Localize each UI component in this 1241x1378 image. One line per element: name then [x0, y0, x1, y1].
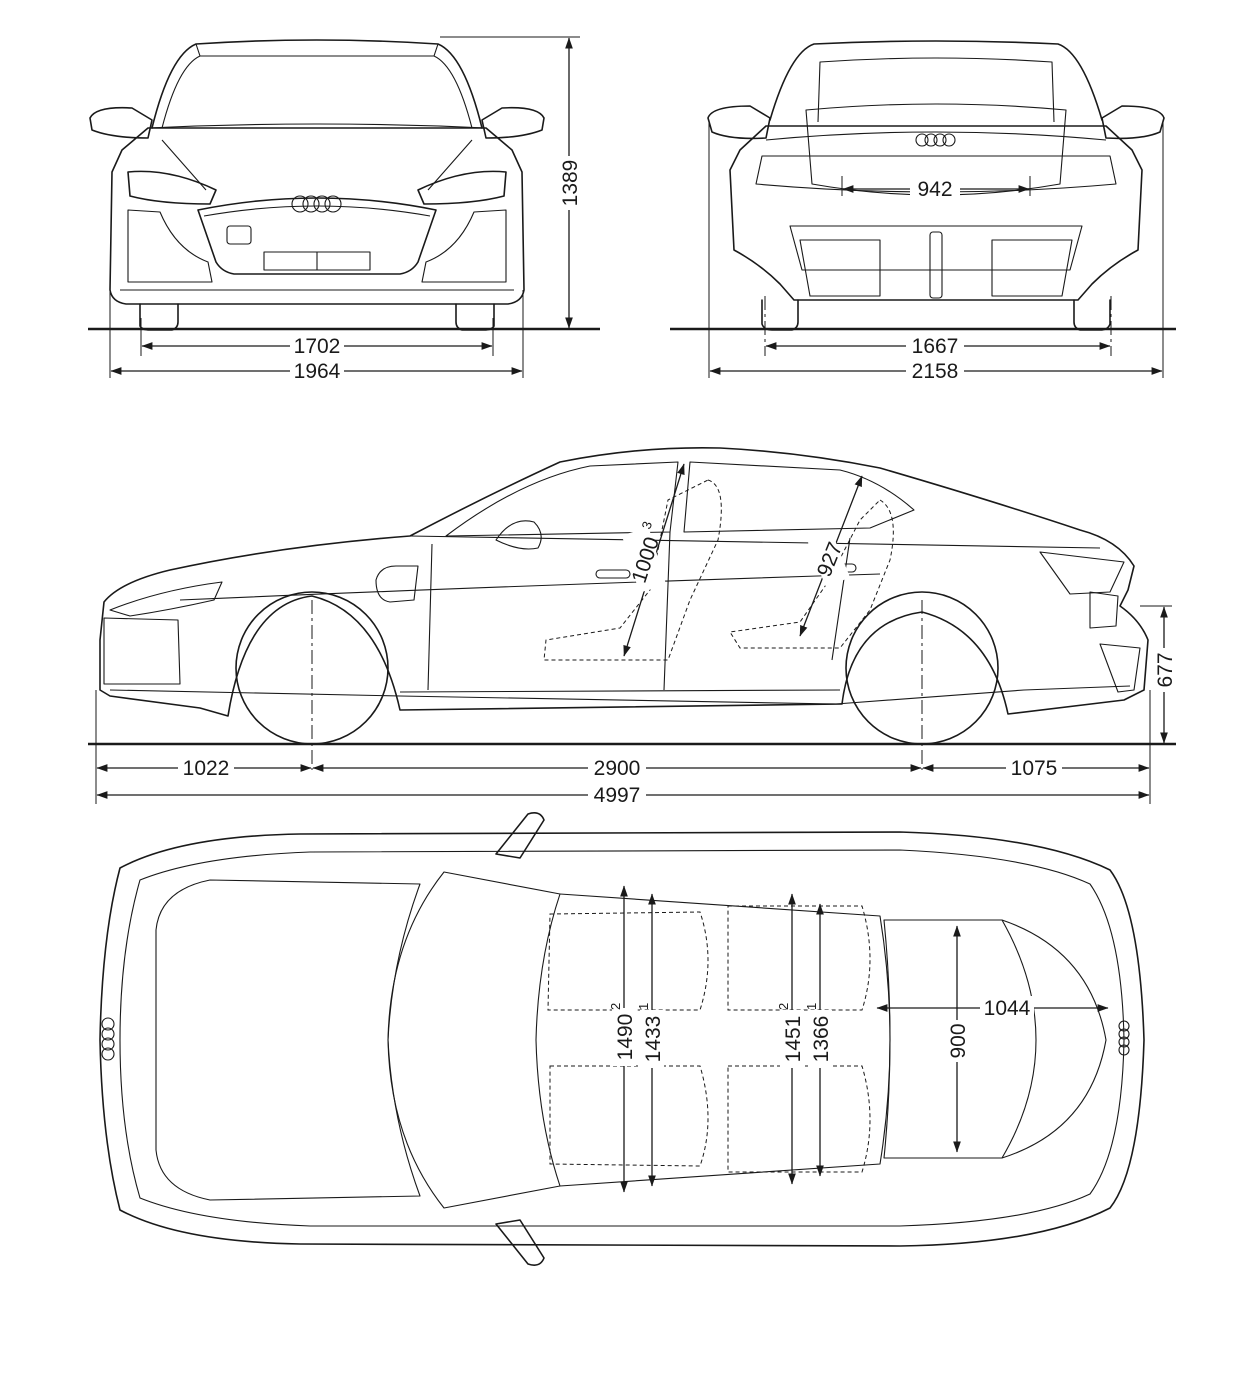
front-shoulder-note: 2: [608, 1003, 623, 1010]
ground-to-boot-label: 677: [1154, 652, 1177, 687]
front-overhang-label: 1022: [183, 757, 230, 780]
front-width-label: 1964: [294, 360, 341, 383]
length-label: 4997: [594, 784, 641, 807]
brand-rings-logo: [101, 1017, 115, 1061]
rear-elbow-note: 1: [804, 1003, 819, 1010]
rear-overhang-label: 1075: [1011, 757, 1058, 780]
front-track-label: 1702: [294, 335, 341, 358]
rear-elbow-label: 1366: [810, 1016, 833, 1063]
brand-rings-logo: [915, 133, 956, 147]
rear-label-width: 942: [917, 178, 952, 201]
front-view: 1702 1964 1389: [88, 36, 600, 383]
rear-view: 942 1667 2158: [670, 40, 1176, 383]
boot-width-label: 900: [947, 1023, 970, 1058]
boot-length-label: 1044: [984, 997, 1031, 1020]
height-label: 1389: [559, 160, 582, 207]
brand-rings-logo: [1118, 1020, 1130, 1056]
rear-shoulder-note: 2: [776, 1003, 791, 1010]
rear-shoulder-label: 1451: [782, 1016, 805, 1063]
brand-rings-logo: [291, 195, 342, 213]
rear-track-label: 1667: [912, 335, 959, 358]
top-view: 1490 2 1433 1 1451 2 1366 1 1044 900: [99, 812, 1145, 1266]
front-shoulder-label: 1490: [614, 1014, 637, 1061]
front-headroom-note: 3: [639, 519, 656, 531]
front-elbow-label: 1433: [642, 1016, 665, 1063]
rear-width-label: 2158: [912, 360, 959, 383]
wheelbase-label: 2900: [594, 757, 641, 780]
side-view: 1000 3 927 677 1022 2900 1075 4997: [88, 446, 1177, 807]
front-elbow-note: 1: [636, 1003, 651, 1010]
